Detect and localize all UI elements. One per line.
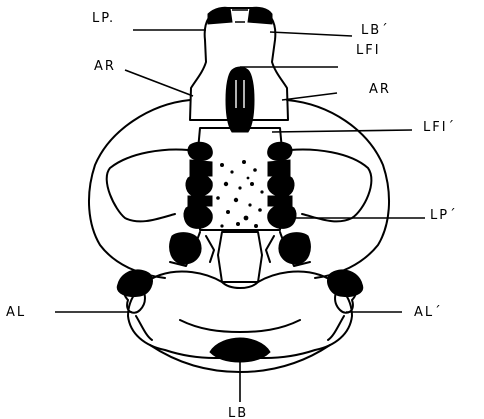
left-molar-row <box>184 142 212 228</box>
left-arch-inner <box>107 150 188 222</box>
label-lp-prime: LP´ <box>430 208 458 223</box>
label-ar-left: AR <box>94 59 116 74</box>
incisor-gap <box>232 10 248 22</box>
label-lb-prime: LB´ <box>361 23 390 38</box>
pterygoid-small-parts <box>206 236 274 262</box>
right-bulla-dark <box>279 233 310 264</box>
label-lfi: LFI <box>356 43 381 58</box>
label-al-prime: AL´ <box>414 305 443 320</box>
label-ar-right: AR <box>369 82 391 97</box>
basioccipital <box>218 232 262 288</box>
label-lp: LP. <box>92 11 115 26</box>
left-bulla-dark <box>170 233 201 264</box>
palatal-speckles <box>216 160 263 228</box>
mastoid-lines <box>136 316 344 340</box>
foramen-magnum <box>210 338 270 362</box>
right-auditory-dark <box>328 270 363 297</box>
incisive-foramen <box>226 67 254 132</box>
left-auditory-dark <box>117 270 152 297</box>
right-molar-row <box>268 142 296 228</box>
label-al: AL <box>6 305 26 320</box>
label-lfi-prime: LFI´ <box>423 120 456 135</box>
right-arch-inner <box>290 150 371 222</box>
label-lb: LB <box>228 406 248 419</box>
